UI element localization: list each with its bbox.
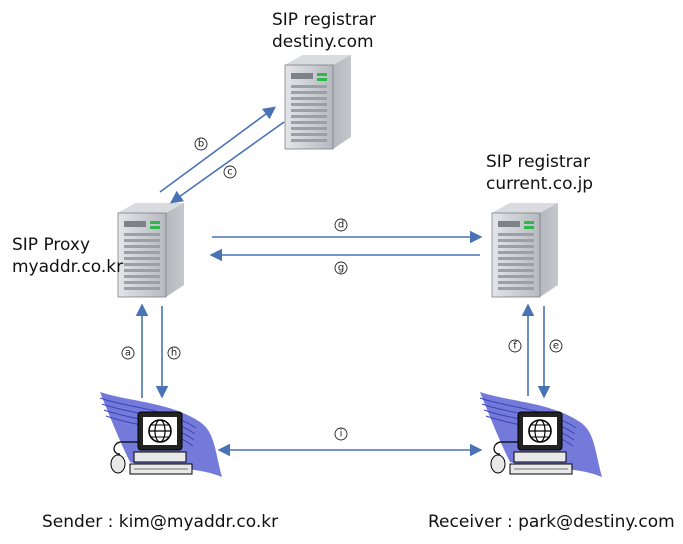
proxy-domain: myaddr.co.kr bbox=[12, 257, 124, 277]
proxy-title: SIP Proxy bbox=[12, 235, 91, 255]
arrow-b bbox=[159, 106, 277, 193]
registrar-destiny-label: SIP registrar destiny.com bbox=[272, 9, 376, 53]
arrow-c bbox=[169, 121, 285, 204]
step-g-marker: g bbox=[338, 263, 344, 274]
step-f-marker: f bbox=[513, 341, 517, 352]
registrar-destiny-domain: destiny.com bbox=[272, 32, 374, 52]
registrar-current-label: SIP registrar current.co.jp bbox=[486, 151, 593, 195]
server-proxy bbox=[117, 202, 185, 298]
step-d-marker: d bbox=[338, 220, 344, 231]
receiver-computer-icon bbox=[479, 391, 603, 478]
server-registrar-current bbox=[491, 202, 559, 298]
sender-computer-icon bbox=[99, 391, 223, 478]
registrar-current-domain: current.co.jp bbox=[486, 174, 594, 194]
step-a-marker: a bbox=[125, 348, 131, 359]
registrar-current-title: SIP registrar bbox=[486, 152, 590, 172]
step-b-marker: b bbox=[198, 139, 204, 150]
step-h-marker: h bbox=[171, 348, 177, 359]
receiver-label: Receiver : park@destiny.com bbox=[428, 512, 675, 532]
registrar-destiny-title: SIP registrar bbox=[272, 10, 376, 30]
step-c-marker: c bbox=[227, 167, 233, 178]
server-registrar-destiny bbox=[284, 54, 352, 150]
step-e-marker: e bbox=[553, 341, 559, 352]
step-i-marker: i bbox=[340, 429, 343, 440]
sender-label: Sender : kim@myaddr.co.kr bbox=[42, 512, 279, 532]
proxy-label: SIP Proxy myaddr.co.kr bbox=[12, 234, 123, 278]
